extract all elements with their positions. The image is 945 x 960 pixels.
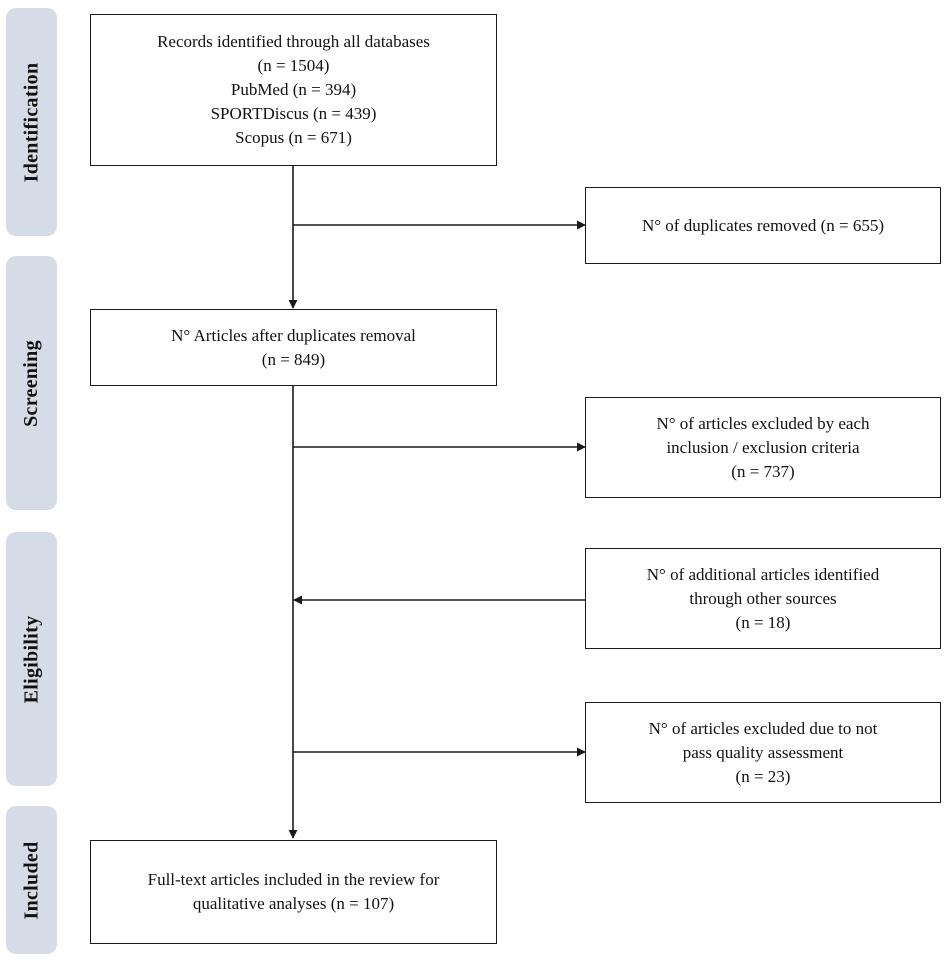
after-duplicates-line-1: N° Articles after duplicates removal <box>171 325 416 345</box>
after-duplicates-line-2: (n = 849) <box>261 349 326 369</box>
records-identified-line-4: SPORTDiscus (n = 439) <box>210 104 377 123</box>
box-after-duplicates: N° Articles after duplicates removal (n … <box>90 309 497 386</box>
box-records-identified: Records identified through all databases… <box>90 14 497 166</box>
records-identified-line-3: PubMed (n = 394) <box>230 80 357 99</box>
excluded-quality-line-3: (n = 23) <box>735 766 791 786</box>
box-additional-sources: N° of additional articles identified thr… <box>585 548 941 649</box>
stage-screening: Screening <box>6 256 57 510</box>
stage-included: Included <box>6 806 57 954</box>
excluded-criteria-line-2: inclusion / exclusion criteria <box>666 437 860 457</box>
box-included-review: Full-text articles included in the revie… <box>90 840 497 944</box>
box-excluded-quality: N° of articles excluded due to not pass … <box>585 702 941 803</box>
additional-sources-line-1: N° of additional articles identified <box>646 564 880 584</box>
included-review-line-1: Full-text articles included in the revie… <box>147 870 440 889</box>
excluded-criteria-line-1: N° of articles excluded by each <box>656 413 870 433</box>
duplicates-removed-line-1: N° of duplicates removed (n = 655) <box>641 215 885 235</box>
records-identified-line-2: (n = 1504) <box>257 56 330 75</box>
excluded-criteria-line-3: (n = 737) <box>731 461 795 481</box>
excluded-quality-line-2: pass quality assessment <box>682 742 844 762</box>
stage-eligibility: Eligibility <box>6 532 57 786</box>
records-identified-line-1: Records identified through all databases <box>157 32 430 51</box>
records-identified-line-5: Scopus (n = 671) <box>235 128 352 147</box>
additional-sources-line-3: (n = 18) <box>735 612 791 632</box>
box-excluded-criteria: N° of articles excluded by each inclusio… <box>585 397 941 498</box>
additional-sources-line-2: through other sources <box>689 588 837 608</box>
box-duplicates-removed: N° of duplicates removed (n = 655) <box>585 187 941 264</box>
excluded-quality-line-1: N° of articles excluded due to not <box>648 718 878 738</box>
included-review-line-2: qualitative analyses (n = 107) <box>192 894 395 913</box>
stage-identification: Identification <box>6 8 57 236</box>
